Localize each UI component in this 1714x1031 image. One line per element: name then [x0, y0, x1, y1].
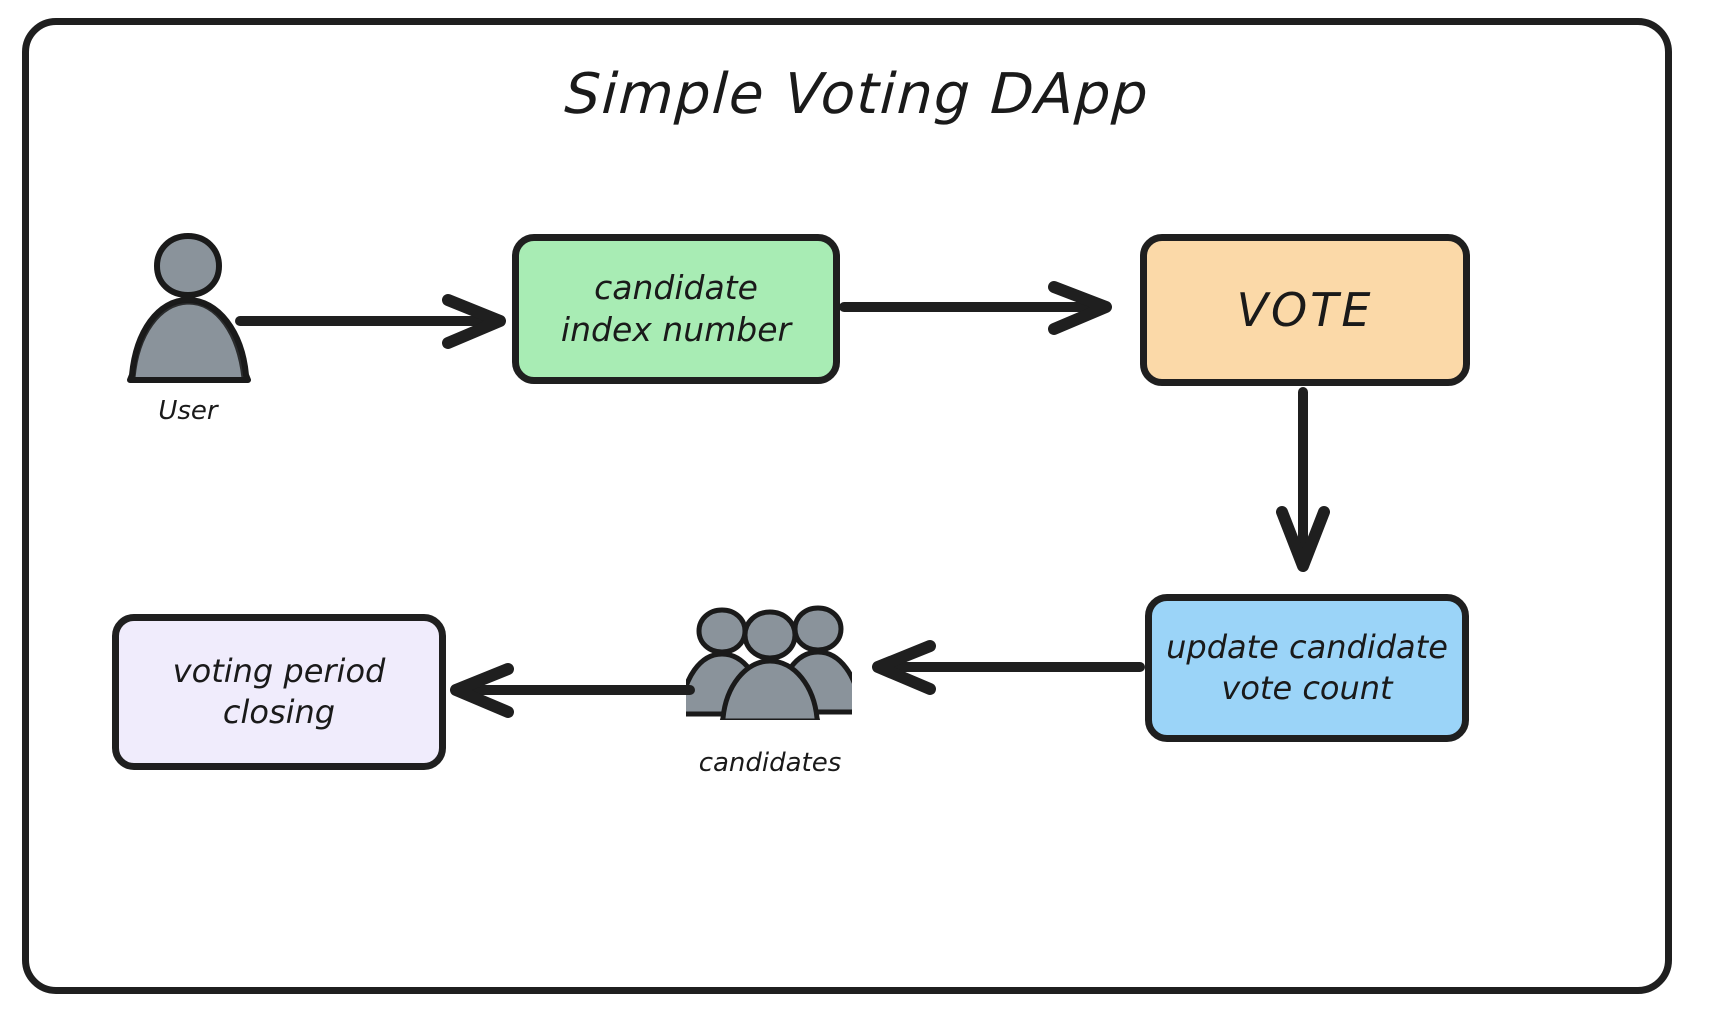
node-vote[interactable]: VOTE — [1140, 234, 1470, 386]
candidates-caption: candidates — [698, 748, 842, 778]
user-caption: User — [158, 396, 218, 426]
candidates-icon — [677, 604, 864, 725]
node-vote-label: VOTE — [1236, 282, 1374, 337]
user-icon — [118, 228, 258, 388]
single-person-icon — [127, 233, 251, 383]
node-candidate-index[interactable]: candidate index number — [512, 234, 840, 384]
page-title: Simple Voting DApp — [563, 62, 1151, 127]
node-update-candidate-vote-count[interactable]: update candidate vote count — [1145, 594, 1469, 742]
node-candidate-index-label: candidate index number — [560, 267, 792, 349]
group-of-people-icon — [677, 605, 864, 725]
diagram-frame — [22, 18, 1672, 994]
node-voting-period-closing-label: voting period closing — [172, 652, 386, 731]
node-voting-period-closing[interactable]: voting period closing — [112, 614, 446, 770]
node-update-candidate-vote-count-label: update candidate vote count — [1166, 628, 1448, 707]
